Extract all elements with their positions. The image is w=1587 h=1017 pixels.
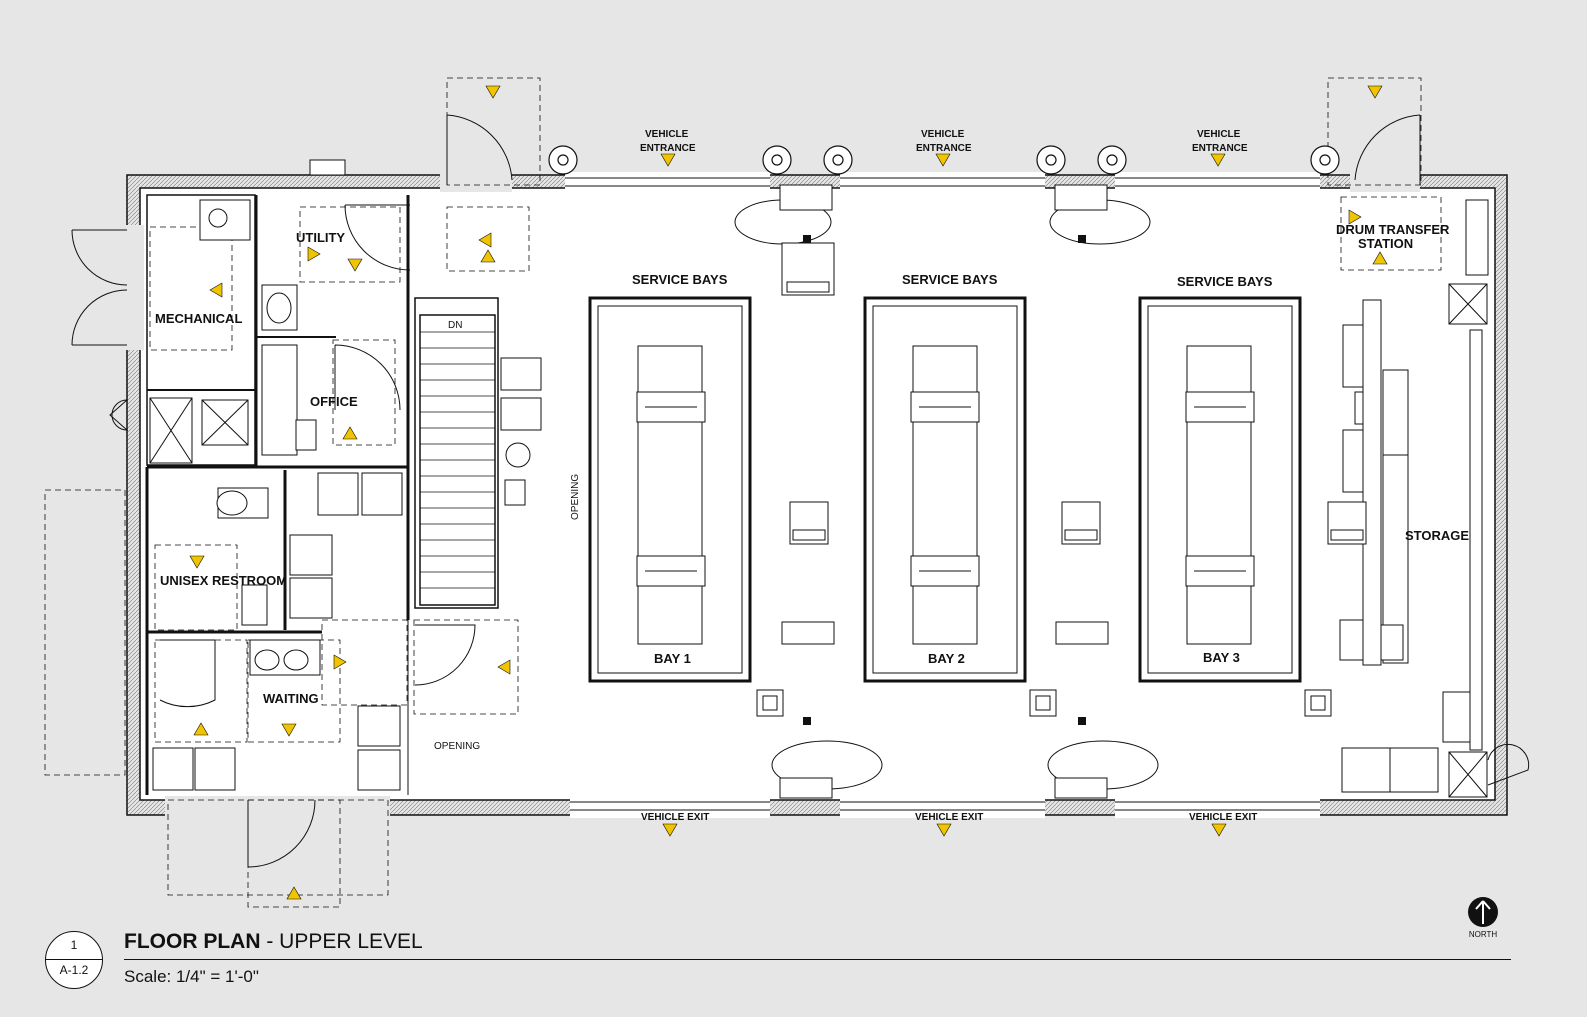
- bay-equipment: [309, 159, 1367, 799]
- interior-walls: [145, 194, 499, 795]
- drawing-title-rest: - UPPER LEVEL: [260, 930, 423, 953]
- sheet-number: A-1.2: [59, 963, 89, 977]
- drawing-reference-bubble: 1 A-1.2: [45, 931, 103, 989]
- room-label-utility: UTILITY: [296, 230, 345, 245]
- opening-label-horizontal: OPENING: [434, 741, 480, 752]
- bay-label-1: BAY 1: [654, 651, 691, 666]
- bubble-divider: [46, 959, 102, 960]
- room-label-drum-transfer-line2: STATION: [1358, 236, 1413, 251]
- exit-label-3: VEHICLE EXIT: [1189, 812, 1257, 823]
- entrance-label-1-line1: VEHICLE: [645, 129, 689, 140]
- room-label-waiting: WAITING: [263, 691, 319, 706]
- north-arrow-icon: [1468, 897, 1498, 927]
- fixtures: [149, 199, 1489, 798]
- service-bay-outlines: [588, 296, 1302, 683]
- stair-down-label: DN: [448, 320, 462, 331]
- vehicle-lifts: [636, 391, 1255, 587]
- service-bays-label-1: SERVICE BAYS: [632, 272, 728, 287]
- service-bays-label-3: SERVICE BAYS: [1177, 274, 1273, 289]
- exit-label-2: VEHICLE EXIT: [915, 812, 983, 823]
- bay-label-2: BAY 2: [928, 651, 965, 666]
- room-label-drum-transfer-line1: DRUM TRANSFER: [1336, 222, 1450, 237]
- room-label-office: OFFICE: [310, 394, 358, 409]
- entrance-label-3-line1: VEHICLE: [1197, 129, 1241, 140]
- bollards: [548, 145, 1340, 175]
- room-label-mechanical: MECHANICAL: [155, 311, 242, 326]
- service-bays-label-2: SERVICE BAYS: [902, 272, 998, 287]
- title-rule: [124, 959, 1511, 960]
- drawing-title-bold: FLOOR PLAN: [124, 930, 261, 953]
- exit-label-1: VEHICLE EXIT: [641, 812, 709, 823]
- entrance-label-3-line2: ENTRANCE: [1192, 143, 1248, 154]
- door-swings: [71, 114, 1530, 868]
- landscape-shrubs: [734, 199, 1159, 790]
- bay-label-3: BAY 3: [1203, 650, 1240, 665]
- room-label-restroom: UNISEX RESTROOM: [160, 573, 287, 588]
- north-label: NORTH: [1468, 930, 1498, 939]
- north-arrow: NORTH: [1465, 897, 1501, 947]
- drawing-scale: Scale: 1/4" = 1'-0": [124, 967, 259, 986]
- stair-treads: [420, 331, 495, 589]
- title-block: 1 A-1.2 FLOOR PLAN - UPPER LEVEL Scale: …: [40, 925, 1520, 1005]
- opening-label-vertical: OPENING: [570, 474, 581, 520]
- entrance-label-1-line2: ENTRANCE: [640, 143, 696, 154]
- door-clearances: [44, 77, 1442, 908]
- entrance-label-2-line2: ENTRANCE: [916, 143, 972, 154]
- room-labels: MECHANICAL UTILITY OFFICE UNISEX RESTROO…: [155, 129, 1469, 823]
- columns: [803, 235, 1086, 725]
- drawing-title: FLOOR PLAN - UPPER LEVEL: [124, 930, 423, 954]
- entrance-label-2-line1: VEHICLE: [921, 129, 965, 140]
- drawing-number: 1: [70, 938, 78, 952]
- room-label-storage: STORAGE: [1405, 528, 1469, 543]
